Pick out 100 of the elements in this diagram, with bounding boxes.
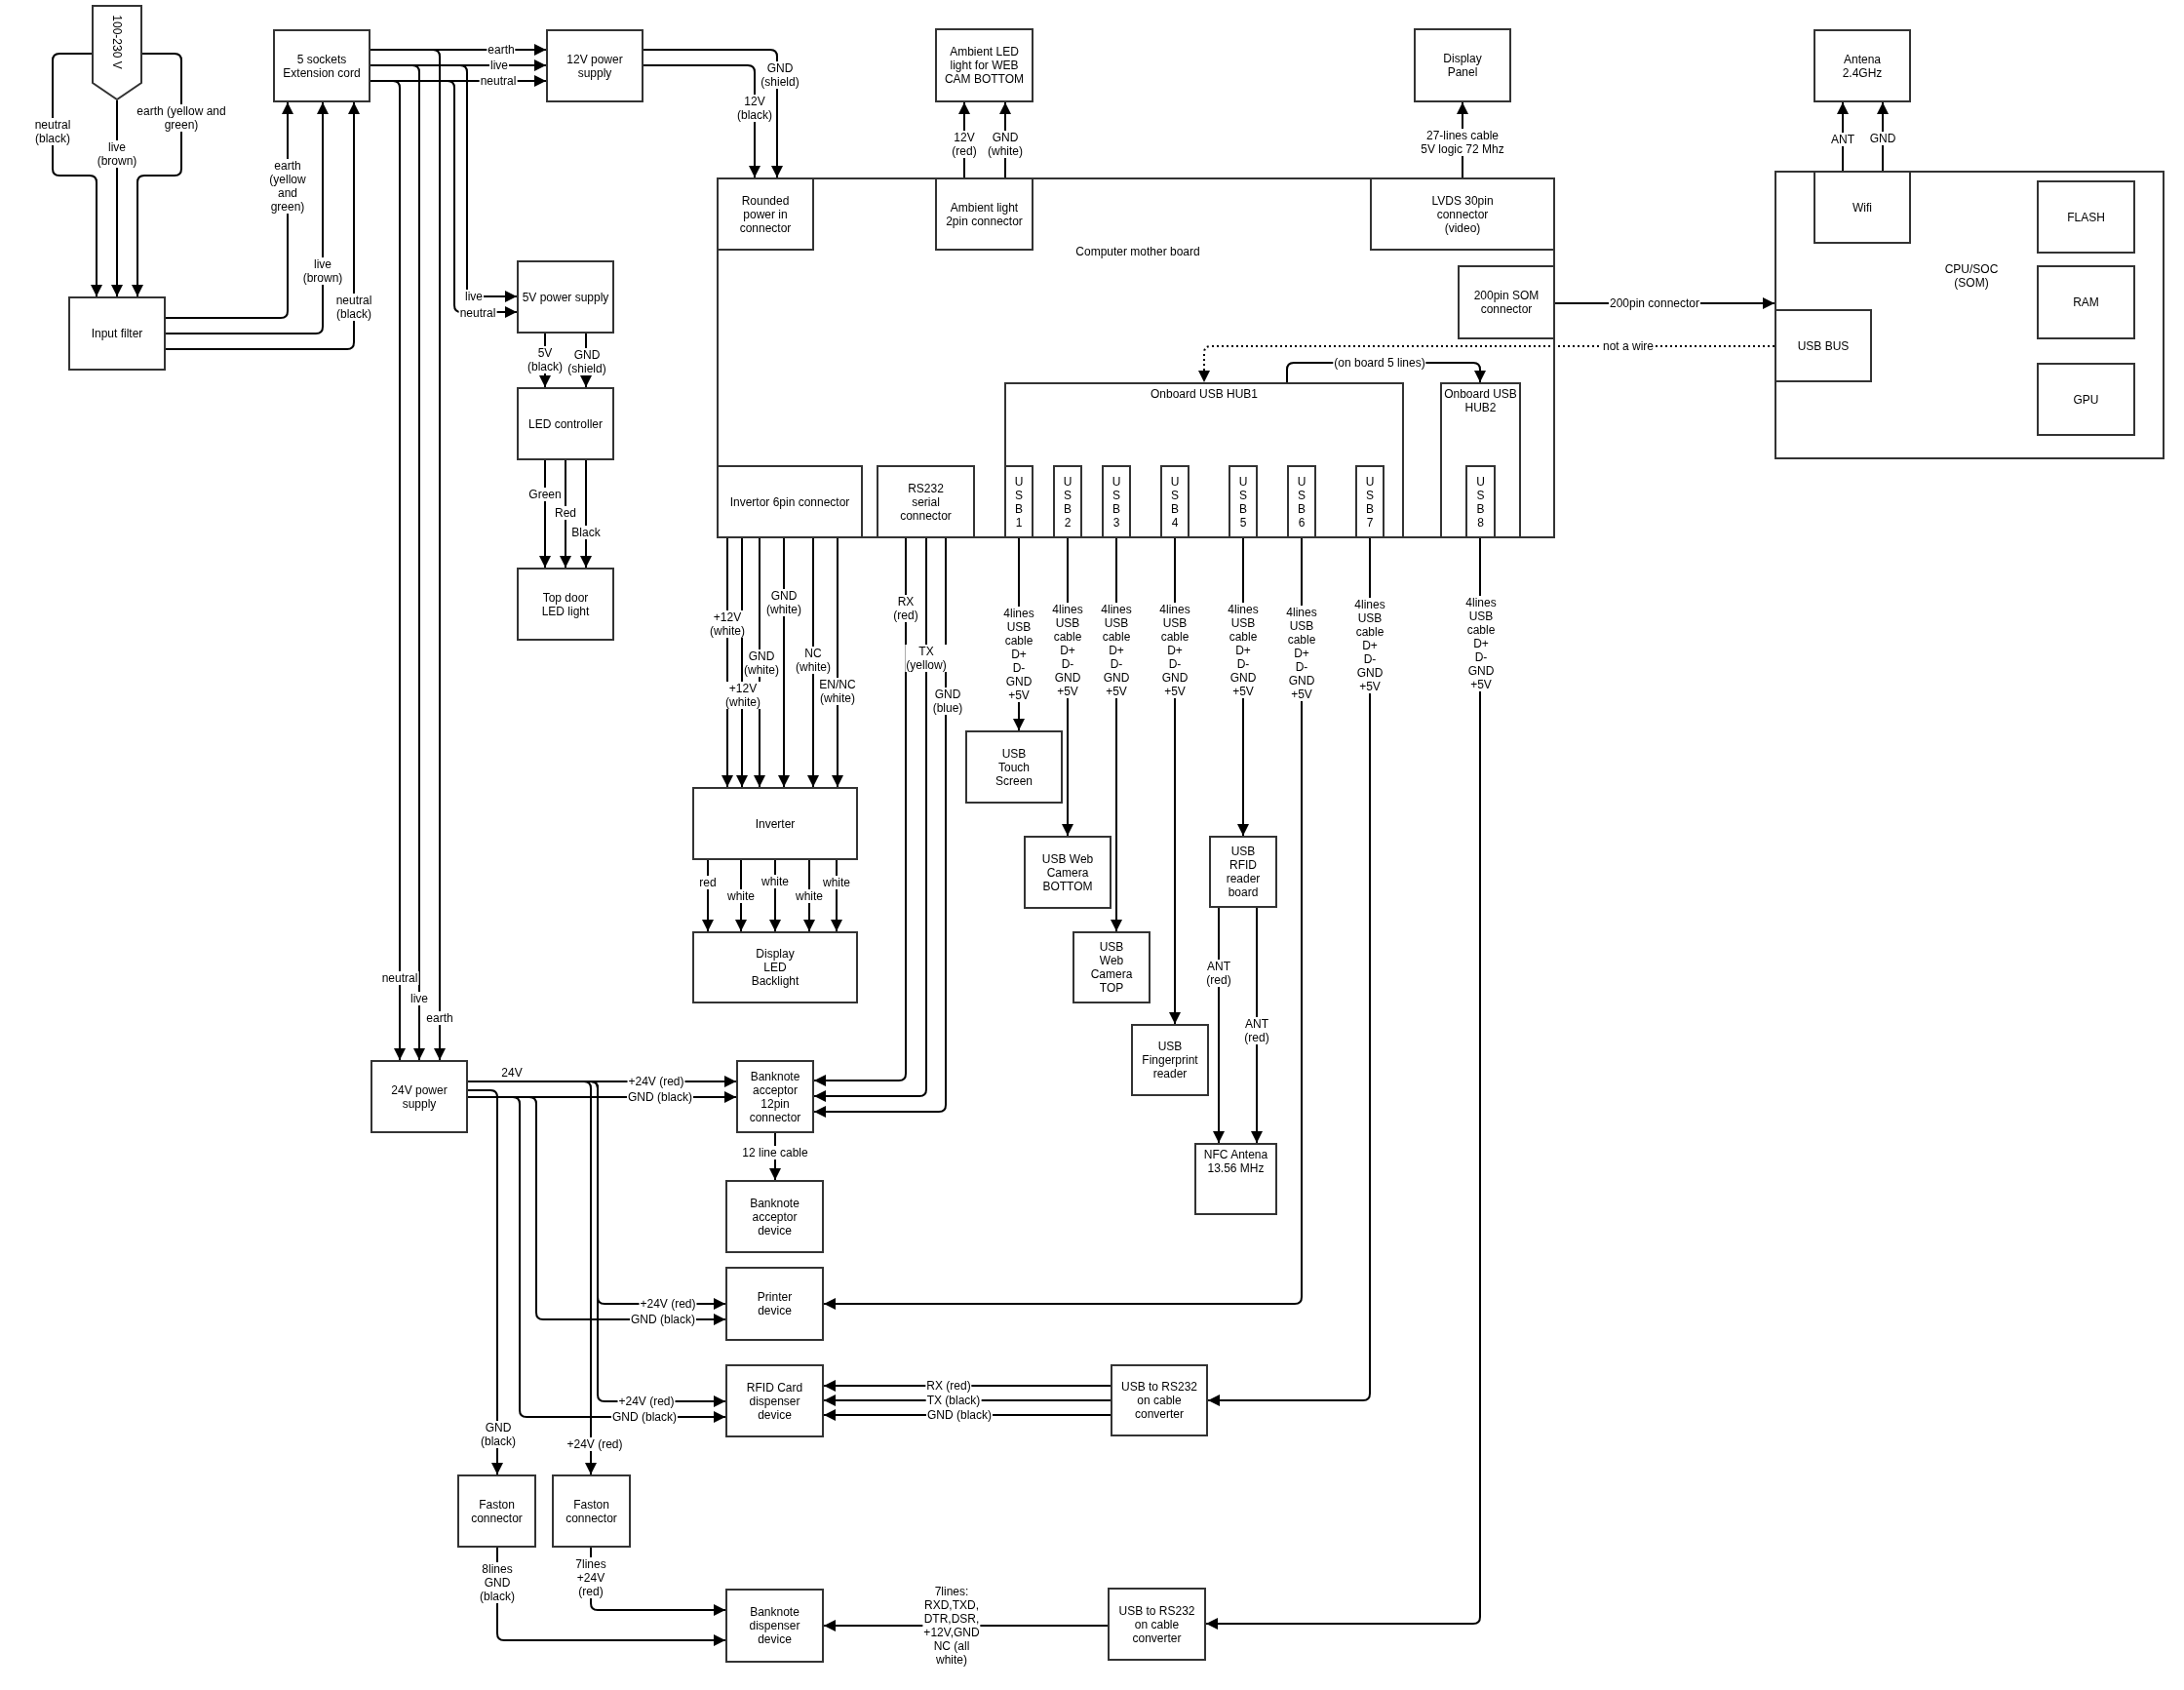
component-box — [68, 296, 166, 371]
component-box — [1131, 1024, 1209, 1096]
wire-label: neutral — [380, 971, 419, 985]
voltage-label: 100-230 V — [110, 15, 124, 69]
port-label: USB4 — [1169, 474, 1181, 530]
wire-label: +12V (white) — [709, 610, 746, 638]
wire-label: 200pin connector — [1608, 296, 1701, 310]
wire-label: GND (white) — [765, 589, 802, 616]
wire-label: 12V (black) — [736, 95, 773, 122]
wire-label: 7lines +24V (red) — [574, 1557, 607, 1598]
component-label: 12V power supply — [566, 52, 624, 80]
wire-label: GND (black) — [480, 1421, 517, 1448]
component-box — [935, 28, 1034, 102]
component-label: Banknote acceptor 12pin connector — [748, 1069, 802, 1124]
usb-port — [1465, 465, 1496, 538]
wire-arrow — [165, 101, 329, 334]
component-box — [725, 1267, 824, 1341]
component-label: Inverter — [754, 816, 797, 831]
component-box — [370, 1060, 468, 1133]
component-box — [552, 1474, 631, 1548]
component-label: 5V power supply — [521, 290, 610, 304]
wire-label: white — [760, 875, 790, 888]
component-box — [935, 177, 1034, 251]
wire-label: white — [795, 889, 824, 903]
component-box — [725, 1364, 824, 1437]
component-box — [692, 787, 858, 860]
usb-hub — [1440, 382, 1521, 538]
wire-label: earth — [425, 1011, 454, 1025]
wire-label: GND (black) — [627, 1090, 693, 1104]
wire-label: 4lines USB cable D+ D- GND +5V — [1227, 603, 1260, 698]
component-label: Faston connector — [470, 1497, 524, 1525]
component-box — [965, 730, 1063, 804]
component-label: RFID Card dispenser device — [745, 1380, 804, 1422]
component-label: USB Fingerprint reader — [1141, 1040, 1199, 1081]
usb-port — [1287, 465, 1316, 538]
component-box — [717, 177, 814, 251]
component-label: Wifi — [1852, 200, 1873, 215]
component-label: Display Panel — [1442, 52, 1483, 79]
wire-label: GND (black) — [926, 1408, 993, 1422]
port-label: USB3 — [1111, 474, 1122, 530]
wire-arrow — [539, 459, 551, 569]
component-label: Display LED Backlight — [750, 947, 800, 988]
component-label: Rounded power in connector — [738, 193, 793, 235]
component-label: Ambient light 2pin connector — [945, 200, 1024, 228]
wire-label: Green — [527, 488, 563, 501]
wire-label: GND (shield) — [566, 348, 607, 375]
wire-label: EN/NC (white) — [818, 678, 857, 705]
component-label: USB to RS232 on cable converter — [1119, 1380, 1198, 1421]
component-label: 5 sockets Extension cord — [282, 52, 362, 80]
wire-label: ANT — [1830, 133, 1855, 146]
board-label: CPU/SOC (SOM) — [1943, 262, 2000, 290]
wire-arrow — [643, 64, 760, 178]
wire-arrow — [769, 859, 781, 932]
wire-label: GND (shield) — [760, 61, 800, 89]
wire-label: neutral (black) — [334, 294, 373, 321]
wire-arrow — [1198, 345, 1775, 383]
wire-label: 12 line cable — [741, 1146, 809, 1159]
component-box — [877, 465, 975, 538]
wire-arrow — [165, 101, 360, 350]
wire-label: GND (white) — [987, 131, 1024, 158]
component-box — [517, 260, 614, 334]
component-box — [1458, 265, 1555, 339]
component-label: Invertor 6pin connector — [728, 494, 851, 509]
wire-arrow — [370, 49, 446, 1061]
wire-label: 8lines GND (black) — [479, 1562, 516, 1603]
wire-label: neutral — [458, 306, 497, 320]
port-label: USB2 — [1062, 474, 1073, 530]
wire-label: 4lines USB cable D+ D- GND +5V — [1158, 603, 1191, 698]
component-box — [692, 931, 858, 1003]
board-label: Computer mother board — [1075, 245, 1200, 258]
usb-hub — [1004, 382, 1404, 538]
component-label: NFC Antena 13.56 MHz — [1202, 1148, 1269, 1175]
wire-label: Black — [570, 526, 602, 539]
component-box — [1209, 836, 1277, 908]
port-label: USB8 — [1475, 474, 1486, 530]
wire-label: +24V (red) — [617, 1395, 676, 1408]
component-label: 200pin SOM connector — [1472, 289, 1540, 316]
usb-port — [1160, 465, 1190, 538]
wire-label: white — [726, 889, 756, 903]
wire-label: ANT (red) — [1205, 960, 1232, 987]
component-box — [273, 29, 370, 102]
wire-arrow — [1251, 907, 1263, 1144]
port-label: USB1 — [1013, 474, 1025, 530]
component-box — [1111, 1364, 1208, 1436]
component-box — [717, 465, 863, 538]
component-box — [2037, 180, 2135, 254]
wire-arrow — [813, 537, 947, 1118]
wire-arrow — [52, 53, 102, 297]
wire-arrow — [467, 1089, 503, 1475]
wire-arrow — [813, 537, 927, 1102]
wire-label: live — [489, 59, 509, 72]
wire-label: +24V (red) — [639, 1297, 697, 1311]
wire-label: 4lines USB cable D+ D- GND +5V — [1353, 598, 1386, 693]
wire-arrow — [132, 53, 182, 297]
wire-arrow — [643, 49, 783, 178]
usb-port — [1355, 465, 1384, 538]
wire-label: neutral (black) — [33, 118, 72, 145]
component-box — [1194, 1143, 1277, 1215]
component-box — [517, 568, 614, 641]
wire-arrow — [560, 459, 571, 569]
